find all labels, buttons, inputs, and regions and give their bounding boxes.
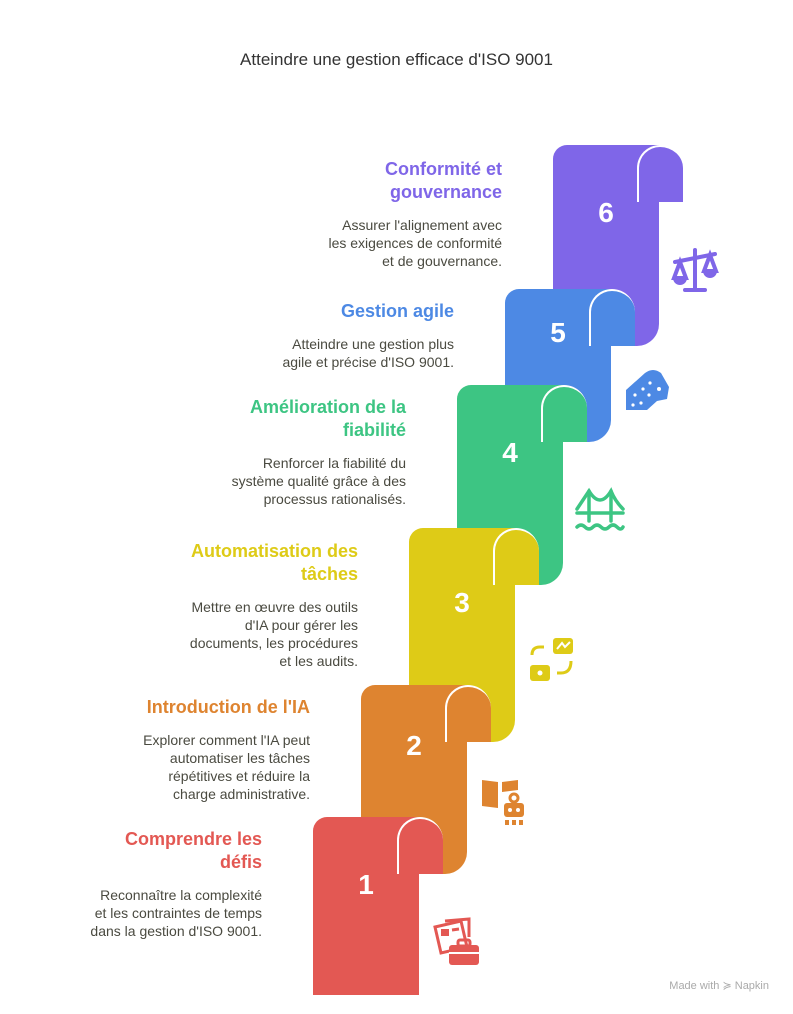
step-5-number: 5 [550, 317, 566, 348]
cheetah-icon [626, 370, 669, 410]
automation-workflow-icon [530, 638, 573, 681]
step-5-text: Gestion agile Atteindre une gestion plus… [214, 300, 454, 371]
step-2-number: 2 [406, 730, 422, 761]
scales-icon [671, 248, 719, 292]
step-3-number: 3 [454, 587, 470, 618]
diagram-title: Atteindre une gestion efficace d'ISO 900… [240, 50, 553, 69]
step-2-title: Introduction de l'IA [146, 697, 310, 717]
step-2-text: Introduction de l'IA Explorer comment l'… [70, 696, 310, 803]
briefcase-documents-icon [433, 917, 479, 965]
step-1-number: 1 [358, 869, 374, 900]
made-with-napkin-footer[interactable]: Made with ≽ Napkin [669, 980, 769, 992]
step-5-title: Gestion agile [340, 301, 454, 321]
step-4-number: 4 [502, 437, 518, 468]
book-robot-icon [482, 780, 524, 825]
step-6-number: 6 [598, 197, 614, 228]
bridge-icon [575, 487, 625, 531]
